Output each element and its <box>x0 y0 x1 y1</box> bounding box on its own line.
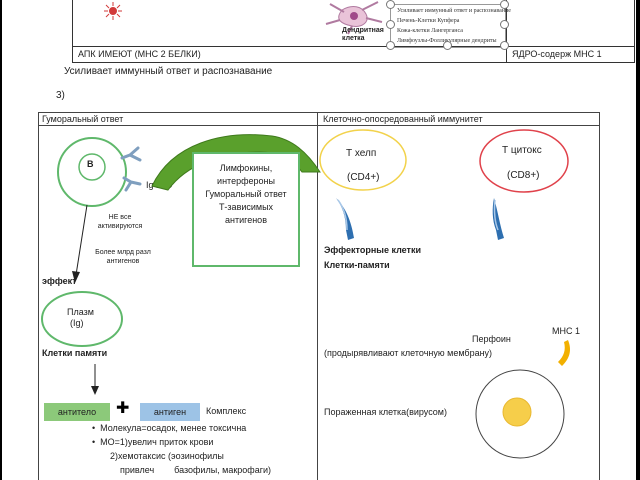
plus-icon: ✚ <box>116 400 130 417</box>
chemotaxis-line-2: привлеч базофилы, макрофаги) <box>120 465 272 475</box>
effect-label: эффект <box>42 276 77 286</box>
not-all-activated: НЕ все активируются <box>97 214 143 230</box>
mhc1-icon <box>558 340 570 366</box>
t-cytotoxic-label: Т цитокс <box>502 145 542 156</box>
table-row-divider <box>72 46 635 47</box>
resize-handle[interactable] <box>500 20 509 29</box>
resize-handle[interactable] <box>500 0 509 9</box>
plasma-label: Плазм <box>67 307 94 317</box>
resize-handle[interactable] <box>443 41 452 50</box>
down-arrow-icon <box>72 205 88 283</box>
b-cell-letter: B <box>87 159 94 169</box>
table-mid-divider <box>506 0 507 62</box>
perforin-label: Перфоин <box>472 334 511 344</box>
main-table-divider <box>317 112 318 480</box>
bullet-text: МО=1)увелич приток крови <box>100 437 214 447</box>
bullet-dot: • <box>92 423 101 433</box>
cd8-label: (CD8+) <box>507 170 540 181</box>
dendritic-cell-icon <box>325 1 383 35</box>
cd4-label: (CD4+) <box>347 172 380 183</box>
plasma-cell-icon <box>41 291 123 347</box>
antibody-receptor-icon <box>120 146 142 162</box>
virus-icon <box>104 2 122 20</box>
bullet-text: Молекула=осадок, менее токсична <box>100 423 247 433</box>
pierce-membrane-label: (продырявливают клеточную мембрану) <box>324 348 493 358</box>
bullet-item: • Молекула=осадок, менее токсична <box>92 423 246 433</box>
nucleus-label: ЯДРО-содерж МНС 1 <box>512 49 602 59</box>
section-number: 3) <box>56 90 65 101</box>
resize-handle[interactable] <box>386 20 395 29</box>
infected-cell-label: Пораженная клетка(вирусом) <box>324 407 447 417</box>
resize-handle[interactable] <box>500 41 509 50</box>
apk-label: АПК ИМЕЮТ (МНС 2 БЕЛКИ) <box>78 49 201 59</box>
down-arrow-icon <box>91 364 99 395</box>
main-table-header-line <box>38 125 599 126</box>
main-table <box>38 112 600 480</box>
list-item: Кожа-клетки Лангерганса <box>397 28 463 34</box>
table-bottom-border <box>72 62 635 63</box>
bullet-item: • МО=1)увелич приток крови <box>92 437 213 447</box>
bullet-dot: • <box>92 437 101 447</box>
memory-cells-label: Клетки памяти <box>42 348 108 358</box>
table-left-border <box>72 0 73 62</box>
more-billion-antigens: Более млрд разл антигенов <box>95 249 151 265</box>
note-line: Усиливает иммунный ответ и распознавание <box>64 66 273 77</box>
dendritic-cell-label: Дендритная клетка <box>342 27 384 42</box>
cellular-header: Клеточно-опосредованный иммунитет <box>323 114 483 124</box>
t-cytotoxic-cell-icon <box>479 129 569 193</box>
t-helper-cell-icon <box>319 129 407 191</box>
humoral-header: Гуморальный ответ <box>42 114 124 124</box>
t-helper-label: Т хелп <box>346 148 377 159</box>
effector-cells-label: Эффекторные клетки <box>324 245 422 255</box>
memory-cells-label: Клетки-памяти <box>324 260 390 270</box>
t-cell-receptor-icon <box>336 198 354 240</box>
antibody-box: антитело <box>44 403 110 421</box>
list-item: Усиливает иммунный ответ и распознавание <box>397 8 511 14</box>
lymphokine-box: Лимфокины, интерфероны Гуморальный ответ… <box>192 152 300 267</box>
infected-cell-icon <box>475 369 565 459</box>
resize-handle[interactable] <box>386 0 395 9</box>
top-table <box>72 0 636 63</box>
resize-handle[interactable] <box>386 41 395 50</box>
chemotaxis-line-1: 2)хемотаксис (эозинофилы <box>110 451 224 461</box>
complex-label: Комплекс <box>206 406 247 416</box>
antigen-box: антиген <box>140 403 200 421</box>
plasma-ig-label: (Ig) <box>70 318 84 328</box>
b-cell-icon <box>57 137 127 207</box>
antibody-receptor-icon <box>122 176 142 192</box>
list-item: Печень-Клетки Купфера <box>397 18 460 24</box>
table-right-border <box>634 0 635 62</box>
mhc1-label: МНС 1 <box>552 326 581 336</box>
t-cell-receptor-icon <box>492 198 504 240</box>
